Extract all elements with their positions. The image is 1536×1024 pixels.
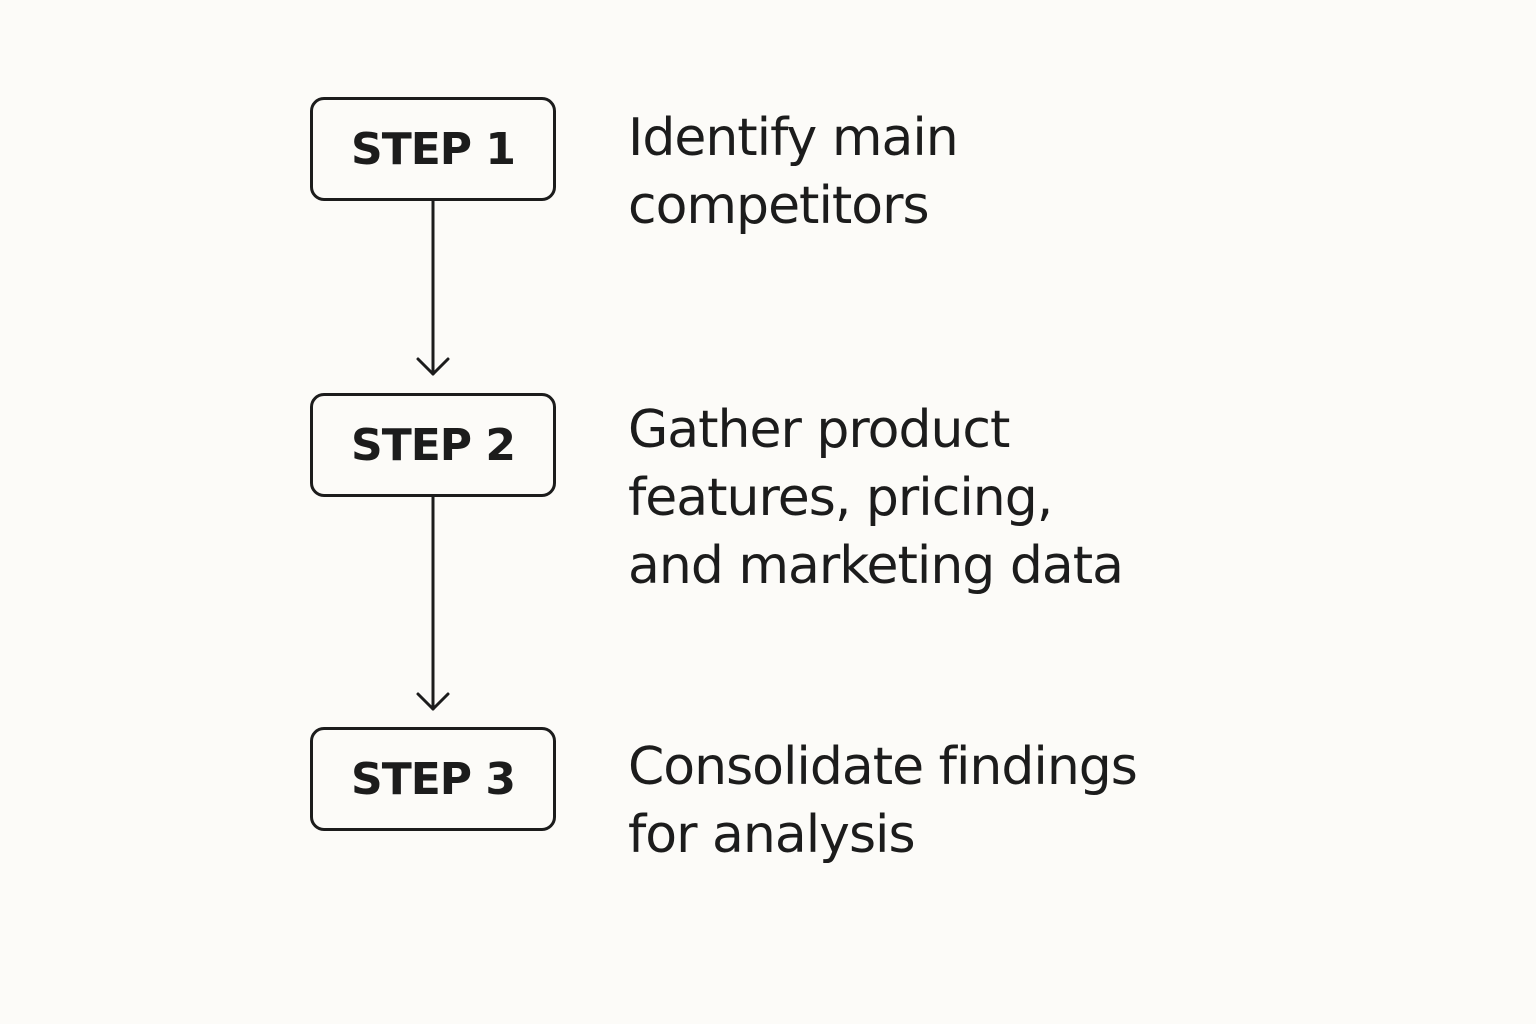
description-line: competitors — [628, 176, 930, 236]
step-3-box: STEP 3 — [310, 727, 556, 831]
description-line: features, pricing, — [628, 468, 1053, 528]
step-2-box: STEP 2 — [310, 393, 556, 497]
arrow-step2-to-step3 — [416, 495, 450, 711]
description-line: and marketing data — [628, 536, 1124, 596]
arrow-down-icon — [416, 692, 450, 711]
step-1-description: Identify main competitors — [628, 104, 959, 240]
arrow-down-icon — [416, 357, 450, 376]
description-line: Identify main — [628, 108, 959, 168]
arrow-step1-to-step2 — [416, 199, 450, 376]
description-line: Consolidate findings — [628, 737, 1138, 797]
description-line: Gather product — [628, 400, 1010, 460]
description-line: for analysis — [628, 805, 916, 865]
step-2-description: Gather product features, pricing, and ma… — [628, 396, 1124, 600]
step-3-description: Consolidate findings for analysis — [628, 733, 1138, 869]
step-1-box: STEP 1 — [310, 97, 556, 201]
